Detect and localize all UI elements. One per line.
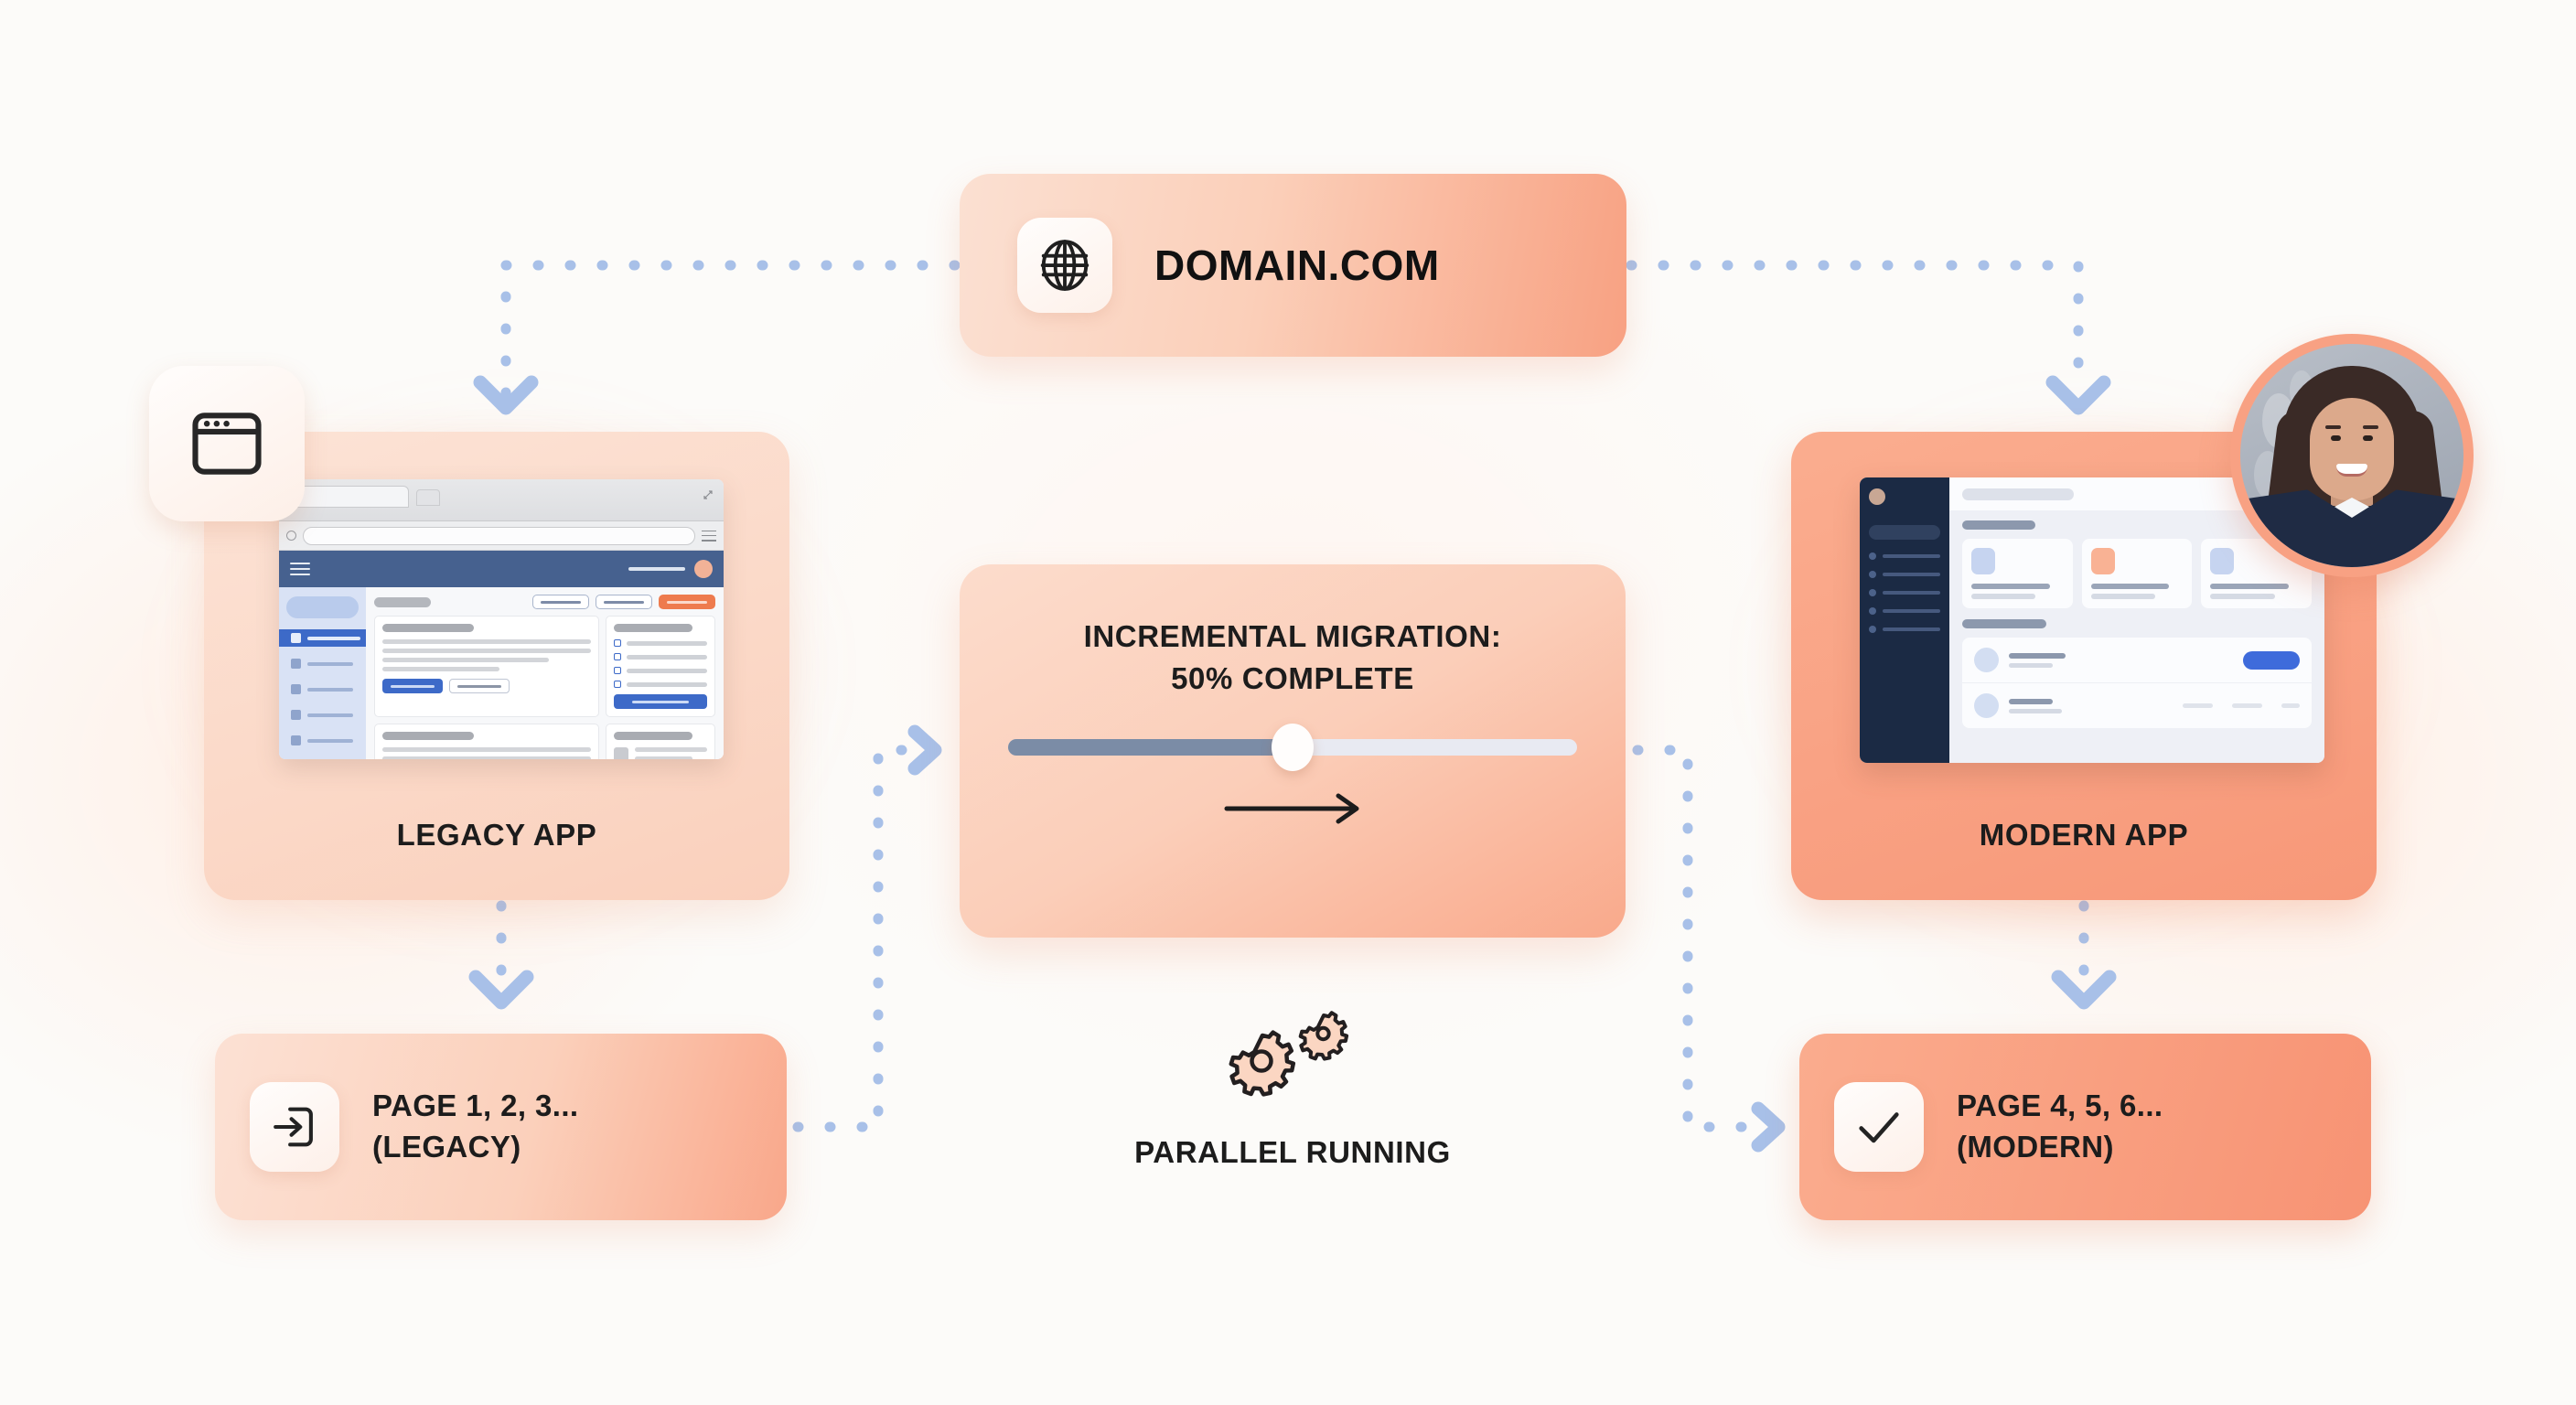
- legacy-app-screenshot: [279, 479, 724, 759]
- domain-title: DOMAIN.COM: [1154, 241, 1440, 289]
- browser-chrome: [279, 479, 724, 521]
- slider-knob[interactable]: [1272, 724, 1314, 772]
- modern-sidebar-item: [1869, 552, 1940, 560]
- legacy-app-navbar: [279, 551, 724, 587]
- modern-section-heading: [1962, 619, 2046, 628]
- legacy-sidebar-search: [286, 596, 359, 618]
- modern-sidebar-search: [1869, 525, 1940, 540]
- page-modern-line1: PAGE 4, 5, 6...: [1957, 1089, 2163, 1123]
- avatar: [2230, 334, 2474, 577]
- legacy-content-panel: [374, 616, 599, 717]
- legacy-sidebar-item: [286, 655, 359, 672]
- arrow-right-icon: [1221, 790, 1364, 831]
- modern-sidebar-avatar: [1869, 488, 1885, 505]
- legacy-primary-button: [659, 595, 715, 609]
- globe-icon: [1017, 218, 1112, 313]
- slider-fill: [1008, 739, 1293, 756]
- migration-progress-slider[interactable]: [1008, 724, 1577, 772]
- migration-title-line2: 50% COMPLETE: [1171, 660, 1414, 695]
- check-icon: [1834, 1082, 1924, 1172]
- legacy-sidebar-item: [286, 732, 359, 749]
- parallel-running-label: PARALLEL RUNNING: [1134, 1135, 1451, 1169]
- browser-menu-icon: [702, 530, 716, 542]
- legacy-toolbar-button: [596, 595, 652, 609]
- modern-app-caption: MODERN APP: [1979, 818, 2189, 852]
- page-legacy-text: PAGE 1, 2, 3... (LEGACY): [372, 1086, 578, 1168]
- gears-icon: [1114, 1006, 1471, 1111]
- page-legacy-line1: PAGE 1, 2, 3...: [372, 1089, 579, 1123]
- modern-list: [1962, 638, 2312, 728]
- legacy-hamburger-icon: [290, 562, 310, 576]
- modern-sidebar-item: [1869, 607, 1940, 615]
- modern-list-row: [1962, 638, 2312, 682]
- legacy-sidebar-item: [286, 681, 359, 698]
- connector-domain-to-modern: [1626, 260, 2111, 415]
- url-input: [303, 526, 695, 545]
- modern-sidebar-item: [1869, 589, 1940, 596]
- legacy-nav-label: [628, 567, 685, 571]
- browser-tab-new: [416, 489, 440, 506]
- legacy-panel-button: [614, 694, 707, 709]
- modern-row-button: [2243, 650, 2300, 670]
- page-legacy-card[interactable]: PAGE 1, 2, 3... (LEGACY): [215, 1034, 787, 1220]
- migration-title-line1: INCREMENTAL MIGRATION:: [1083, 619, 1502, 653]
- legacy-toolbar-button: [532, 595, 589, 609]
- reload-icon: [286, 531, 296, 541]
- modern-section-heading: [1962, 520, 2035, 530]
- legacy-media-panel: [606, 724, 715, 759]
- page-modern-card[interactable]: PAGE 4, 5, 6... (MODERN): [1799, 1034, 2371, 1220]
- modern-sidebar-item: [1869, 626, 1940, 633]
- legacy-sidebar: [279, 587, 366, 759]
- page-legacy-line2: (LEGACY): [372, 1130, 521, 1164]
- browser-url-bar: [279, 521, 724, 551]
- legacy-sidebar-item: [286, 706, 359, 724]
- domain-card[interactable]: DOMAIN.COM: [960, 174, 1626, 357]
- page-modern-line2: (MODERN): [1957, 1130, 2114, 1164]
- modern-sidebar-item: [1869, 571, 1940, 578]
- parallel-running-group: PARALLEL RUNNING: [1114, 1006, 1471, 1170]
- legacy-sidebar-item: [279, 629, 366, 647]
- modern-stat-card: [1962, 539, 2073, 608]
- login-enter-icon: [250, 1082, 339, 1172]
- legacy-toolbar: [374, 595, 715, 609]
- modern-list-row: [1962, 682, 2312, 728]
- legacy-panel-button: [449, 679, 510, 693]
- page-modern-text: PAGE 4, 5, 6... (MODERN): [1957, 1086, 2163, 1168]
- legacy-content-panel: [374, 724, 599, 759]
- modern-sidebar: [1860, 477, 1949, 763]
- resize-icon: [703, 490, 713, 499]
- legacy-panel-button: [382, 679, 443, 693]
- modern-stat-card: [2081, 539, 2193, 608]
- browser-tab: [294, 486, 409, 508]
- legacy-checklist-panel: [606, 616, 715, 717]
- migration-status-card[interactable]: INCREMENTAL MIGRATION: 50% COMPLETE: [960, 564, 1626, 938]
- browser-window-icon: [149, 366, 305, 521]
- legacy-app-caption: LEGACY APP: [396, 818, 597, 852]
- legacy-nav-avatar: [694, 560, 713, 578]
- connector-domain-to-legacy: [473, 260, 961, 415]
